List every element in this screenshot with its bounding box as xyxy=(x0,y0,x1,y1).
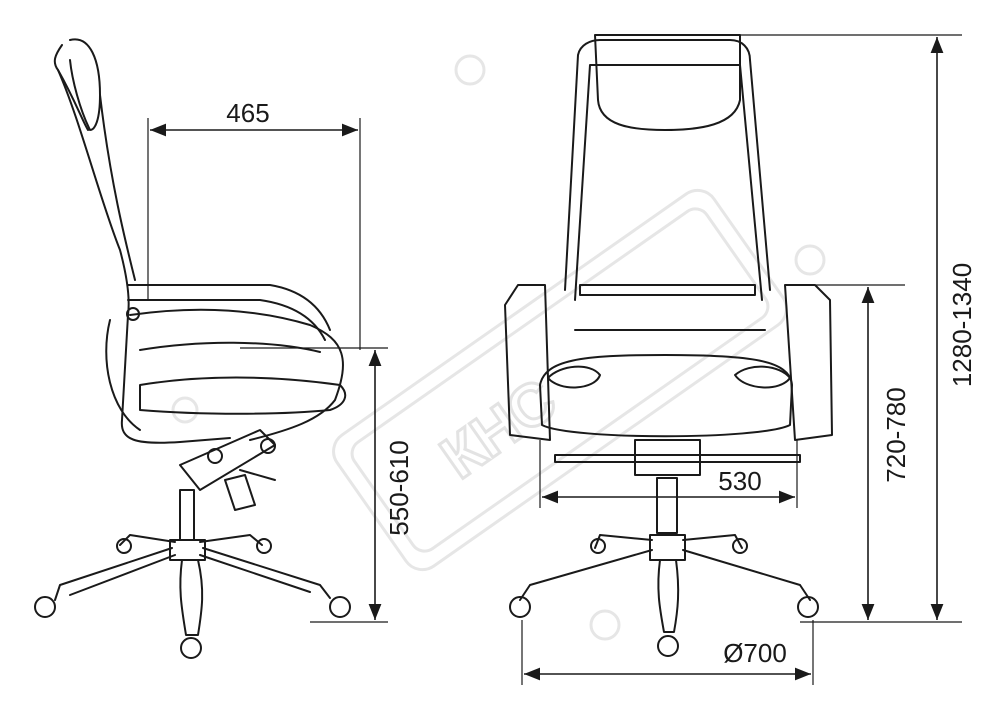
seat-width-label: 530 xyxy=(718,466,761,496)
dimension-seat-height: 550-610 xyxy=(368,350,414,620)
armrest-height-label: 720-780 xyxy=(881,387,911,482)
dimension-armrest-height: 720-780 xyxy=(861,287,911,620)
dimension-seat-depth: 465 xyxy=(150,98,358,137)
total-height-label: 1280-1340 xyxy=(947,263,977,387)
seat-depth-label: 465 xyxy=(226,98,269,128)
base-diameter-label: Ø700 xyxy=(723,638,787,668)
extension-lines xyxy=(147,34,962,685)
dimension-total-height: 1280-1340 xyxy=(930,37,977,620)
chair-side-view xyxy=(34,38,351,659)
dimension-seat-width: 530 xyxy=(542,466,795,504)
dimension-base-diameter: Ø700 xyxy=(524,638,811,681)
svg-text:КНС: КНС xyxy=(429,366,568,492)
seat-height-label: 550-610 xyxy=(384,440,414,535)
chair-front-view xyxy=(504,34,833,657)
